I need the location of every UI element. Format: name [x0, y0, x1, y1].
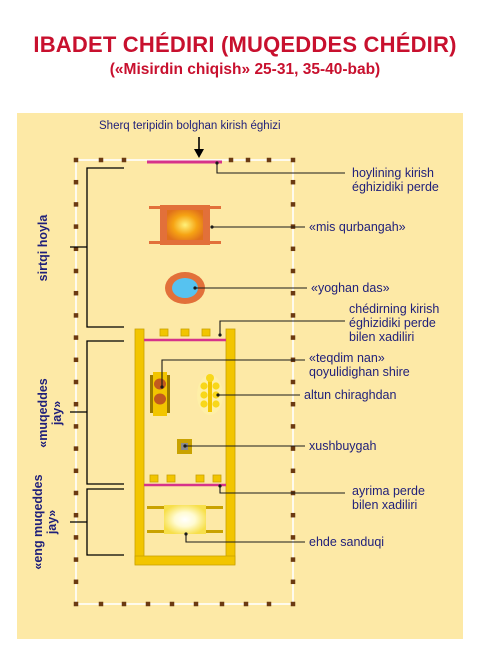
courtyard-post — [145, 601, 151, 607]
courtyard-post — [290, 446, 296, 451]
label-ark: ehde sanduqi — [309, 535, 385, 549]
label-line: bilen xadiliri — [352, 498, 418, 512]
label-line: hoylining kirish — [352, 166, 434, 180]
courtyard-post — [290, 512, 296, 518]
courtyard-post — [73, 179, 79, 185]
courtyard-post — [73, 579, 79, 585]
courtyard-post — [73, 446, 79, 451]
showbread-table — [150, 372, 170, 416]
courtyard-post — [290, 179, 296, 185]
label-most-holy-place: «eng muqeddes jay» — [31, 472, 59, 572]
label-line: «teqdim nan» — [309, 351, 385, 365]
label-line: éghizidiki perde — [352, 180, 439, 194]
courtyard-post — [73, 490, 79, 496]
courtyard-post — [290, 246, 296, 252]
label-court-gate-curtain: hoylining kirish éghizidiki perde — [352, 166, 439, 194]
courtyard-post — [290, 424, 296, 429]
laver — [165, 272, 205, 304]
lampstand — [197, 374, 223, 415]
courtyard-post — [245, 157, 251, 163]
label-line: éghizidiki perde — [349, 316, 436, 330]
diagram-panel — [17, 113, 463, 639]
courtyard-post — [121, 157, 127, 163]
ark-of-covenant — [147, 505, 223, 534]
courtyard-post — [73, 246, 79, 252]
page-subtitle: («Misirdin chiqish» 25-31, 35-40-bab) — [109, 61, 381, 78]
courtyard-post — [98, 157, 104, 163]
courtyard-post — [98, 601, 104, 607]
courtyard-post — [73, 357, 79, 363]
courtyard-post — [219, 601, 225, 607]
courtyard-post — [290, 557, 296, 562]
courtyard-post — [73, 468, 79, 474]
courtyard-post — [290, 290, 296, 296]
courtyard-post — [73, 202, 79, 207]
courtyard-post — [73, 335, 79, 340]
courtyard-post — [73, 224, 79, 229]
section-brackets — [70, 167, 124, 556]
tent-door-pillars — [159, 328, 211, 337]
label-line: ayrima perde — [352, 484, 425, 498]
label-holy-place: «muqeddes jay» — [36, 368, 64, 458]
courtyard-post — [290, 601, 296, 607]
entrance-arrow-head — [194, 149, 204, 158]
courtyard-post — [193, 601, 199, 607]
courtyard-post — [243, 601, 249, 607]
courtyard-post — [73, 157, 79, 163]
label-veil: ayrima perde bilen xadiliri — [352, 484, 425, 512]
label-bronze-altar: «mis qurbangah» — [309, 220, 406, 234]
courtyard-post — [73, 424, 79, 429]
courtyard-post — [290, 268, 296, 274]
courtyard-post — [73, 601, 79, 607]
courtyard-post — [73, 512, 79, 518]
veil-pillars — [149, 474, 222, 483]
courtyard-post — [290, 313, 296, 318]
callout-dots — [160, 161, 222, 536]
label-line: «muqeddes — [36, 378, 50, 448]
callout-lines — [161, 163, 345, 543]
courtyard-post — [290, 468, 296, 474]
bronze-altar — [149, 205, 221, 245]
courtyard-post — [73, 268, 79, 274]
courtyard-post — [266, 157, 272, 163]
courtyard-post — [290, 335, 296, 340]
courtyard-post — [121, 601, 127, 607]
courtyard-post — [290, 202, 296, 207]
label-laver: «yoghan das» — [311, 281, 390, 295]
courtyard-post — [290, 379, 296, 385]
courtyard-post — [290, 535, 296, 540]
entrance-label: Sherq teripidin bolghan kirish éghizi — [99, 120, 281, 132]
label-showbread-table: «teqdim nan» qoyulidighan shire — [309, 351, 410, 379]
courtyard-post — [73, 313, 79, 318]
courtyard-post — [73, 379, 79, 385]
courtyard-post — [73, 401, 79, 407]
courtyard-post — [228, 157, 234, 163]
courtyard-post — [73, 535, 79, 540]
label-line: bilen xadiliri — [349, 330, 415, 344]
courtyard-post — [73, 290, 79, 296]
label-line: «eng muqeddes — [31, 474, 45, 570]
label-incense-altar: xushbuygah — [309, 439, 377, 453]
label-line: jay» — [50, 400, 64, 426]
courtyard-post — [169, 601, 175, 607]
label-line: qoyulidighan shire — [309, 365, 410, 379]
courtyard-post — [290, 579, 296, 585]
courtyard-post — [290, 401, 296, 407]
label-line: chédirning kirish — [349, 302, 440, 316]
courtyard-post — [290, 157, 296, 163]
page-title: IBADET CHÉDIRI (MUQEDDES CHÉDIR) — [33, 32, 457, 57]
courtyard-post — [73, 557, 79, 562]
label-line: jay» — [45, 509, 59, 535]
courtyard-post — [266, 601, 272, 607]
label-tent-door-curtain: chédirning kirish éghizidiki perde bilen… — [349, 302, 439, 344]
label-courtyard: sirtqi hoyla — [36, 214, 50, 282]
label-lampstand: altun chiraghdan — [304, 388, 397, 402]
